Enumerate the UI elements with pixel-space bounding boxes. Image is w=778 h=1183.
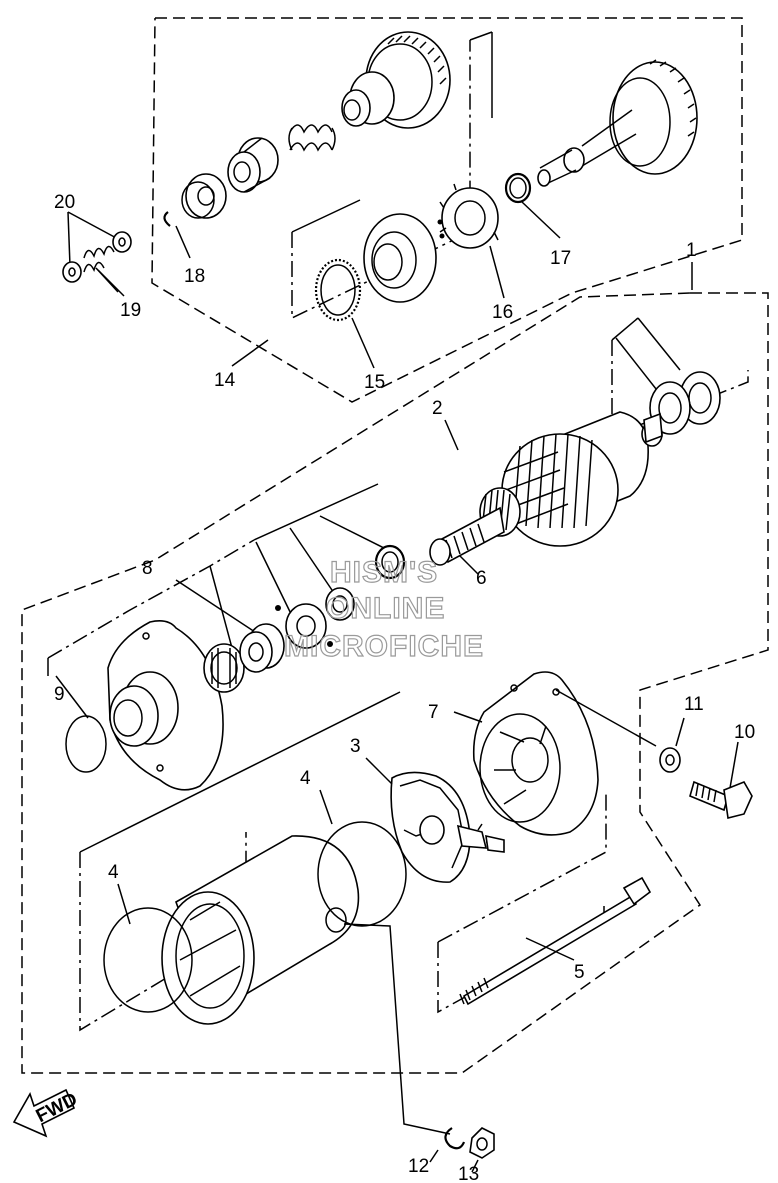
leader-2 bbox=[444, 419, 459, 451]
front-washers bbox=[325, 544, 406, 621]
part-label-12: 12 bbox=[408, 1156, 429, 1177]
brush-holder bbox=[365, 757, 505, 883]
leader-10 bbox=[729, 741, 739, 789]
bolt-panel-top bbox=[437, 794, 607, 943]
drive-collar bbox=[227, 137, 279, 193]
part-label-16: 16 bbox=[492, 302, 513, 323]
drive-panel-edge bbox=[291, 199, 361, 233]
washer-nut-set bbox=[429, 1127, 495, 1173]
part-label-3: 3 bbox=[350, 736, 361, 757]
drive-spring bbox=[288, 124, 336, 152]
part-label-17: 17 bbox=[550, 248, 571, 269]
part-label-18: 18 bbox=[184, 266, 205, 287]
drive-assembly-outline bbox=[151, 17, 743, 403]
leader-6 bbox=[459, 555, 479, 575]
drive-panel-edge bbox=[469, 31, 493, 41]
part-label-5: 5 bbox=[574, 962, 585, 983]
clutch-housing bbox=[537, 59, 698, 187]
washer-panel-edge bbox=[611, 317, 639, 341]
leader-washer bbox=[637, 317, 681, 371]
washer-11 bbox=[659, 747, 681, 773]
snap-ring-17 bbox=[504, 172, 532, 204]
rear-cover bbox=[453, 671, 599, 836]
part-label-6: 6 bbox=[476, 568, 487, 589]
part-label-14: 14 bbox=[214, 370, 236, 391]
leader-4a bbox=[117, 883, 131, 925]
o-ring-9 bbox=[65, 715, 107, 773]
front-panel-line bbox=[253, 483, 379, 541]
leader-11 bbox=[555, 689, 657, 747]
part-label-2: 2 bbox=[432, 398, 443, 419]
leader-13 bbox=[471, 1159, 479, 1173]
lock-plate bbox=[275, 603, 333, 649]
leader-19 bbox=[95, 267, 119, 293]
bushing bbox=[239, 623, 285, 673]
part-labels: 1 2 3 4 4 5 6 7 8 9 10 11 12 13 14 15 16… bbox=[54, 192, 755, 1183]
watermark-line-2: ONLINE bbox=[326, 592, 445, 625]
watermark-line-1: HISM'S bbox=[330, 556, 438, 589]
drive-washer bbox=[181, 173, 227, 219]
leader-washer bbox=[615, 337, 661, 395]
leader-washer-1 bbox=[319, 515, 385, 549]
part-label-9: 9 bbox=[54, 684, 65, 705]
part-label-4-rear: 4 bbox=[300, 768, 311, 789]
leader-12 bbox=[429, 1149, 439, 1163]
fwd-arrow: FWD bbox=[12, 1089, 81, 1138]
part-label-19: 19 bbox=[120, 300, 141, 321]
part-label-8: 8 bbox=[142, 558, 153, 579]
part-label-4-front: 4 bbox=[108, 862, 119, 883]
yoke-panel-top bbox=[79, 691, 401, 853]
front-panel-top bbox=[47, 539, 255, 659]
bolt-group bbox=[555, 689, 753, 819]
gasket-4-front bbox=[103, 907, 193, 1013]
leader-15 bbox=[351, 317, 375, 369]
pinion-gear bbox=[341, 31, 451, 129]
assembly-outlines bbox=[21, 17, 769, 1074]
armature bbox=[429, 411, 663, 566]
leader-11-label bbox=[675, 717, 685, 747]
leader-17 bbox=[521, 201, 561, 239]
leader-4b bbox=[319, 789, 333, 825]
part-label-11: 11 bbox=[684, 694, 704, 715]
gasket-4-rear bbox=[317, 821, 407, 927]
yoke-group bbox=[79, 691, 451, 1135]
watermark-line-3: MICROFICHE bbox=[284, 630, 484, 663]
yoke bbox=[161, 835, 360, 1025]
watermark: HISM'S ONLINE MICROFICHE bbox=[283, 555, 484, 663]
front-cover-group bbox=[47, 483, 406, 791]
part-label-20: 20 bbox=[54, 192, 75, 213]
nut-13 bbox=[469, 1127, 495, 1159]
leader-12-13 bbox=[343, 923, 451, 1135]
leader-8b bbox=[209, 565, 233, 649]
front-cover bbox=[107, 620, 224, 791]
needle-bearing bbox=[203, 643, 245, 693]
leader-3 bbox=[365, 757, 393, 785]
leader-18 bbox=[175, 225, 191, 259]
leader-7 bbox=[453, 711, 483, 723]
armature-parts bbox=[429, 317, 749, 575]
leader-5 bbox=[525, 937, 575, 961]
spring-washer-set bbox=[62, 211, 132, 297]
leader-plate bbox=[255, 541, 295, 621]
part-label-13: 13 bbox=[458, 1164, 479, 1183]
through-bolt-5 bbox=[462, 894, 638, 1006]
drive-parts bbox=[163, 31, 698, 369]
part-label-10: 10 bbox=[734, 722, 755, 743]
bolt-10-head bbox=[723, 780, 753, 819]
leader-14 bbox=[231, 339, 269, 367]
snap-ring-18 bbox=[163, 211, 171, 227]
bearing-15 bbox=[314, 213, 437, 322]
leader-washer-2 bbox=[289, 527, 337, 597]
retainer-plate-16 bbox=[437, 183, 499, 249]
through-bolt-group bbox=[437, 794, 652, 1014]
lock-washer-12 bbox=[444, 1127, 466, 1150]
starter-assembly-outline bbox=[21, 292, 769, 1074]
part-label-1: 1 bbox=[686, 240, 697, 261]
leader-8a bbox=[175, 579, 259, 635]
leader-9 bbox=[55, 675, 89, 719]
part-label-7: 7 bbox=[428, 702, 439, 723]
leader-16 bbox=[489, 245, 505, 299]
part-label-15: 15 bbox=[364, 372, 385, 393]
